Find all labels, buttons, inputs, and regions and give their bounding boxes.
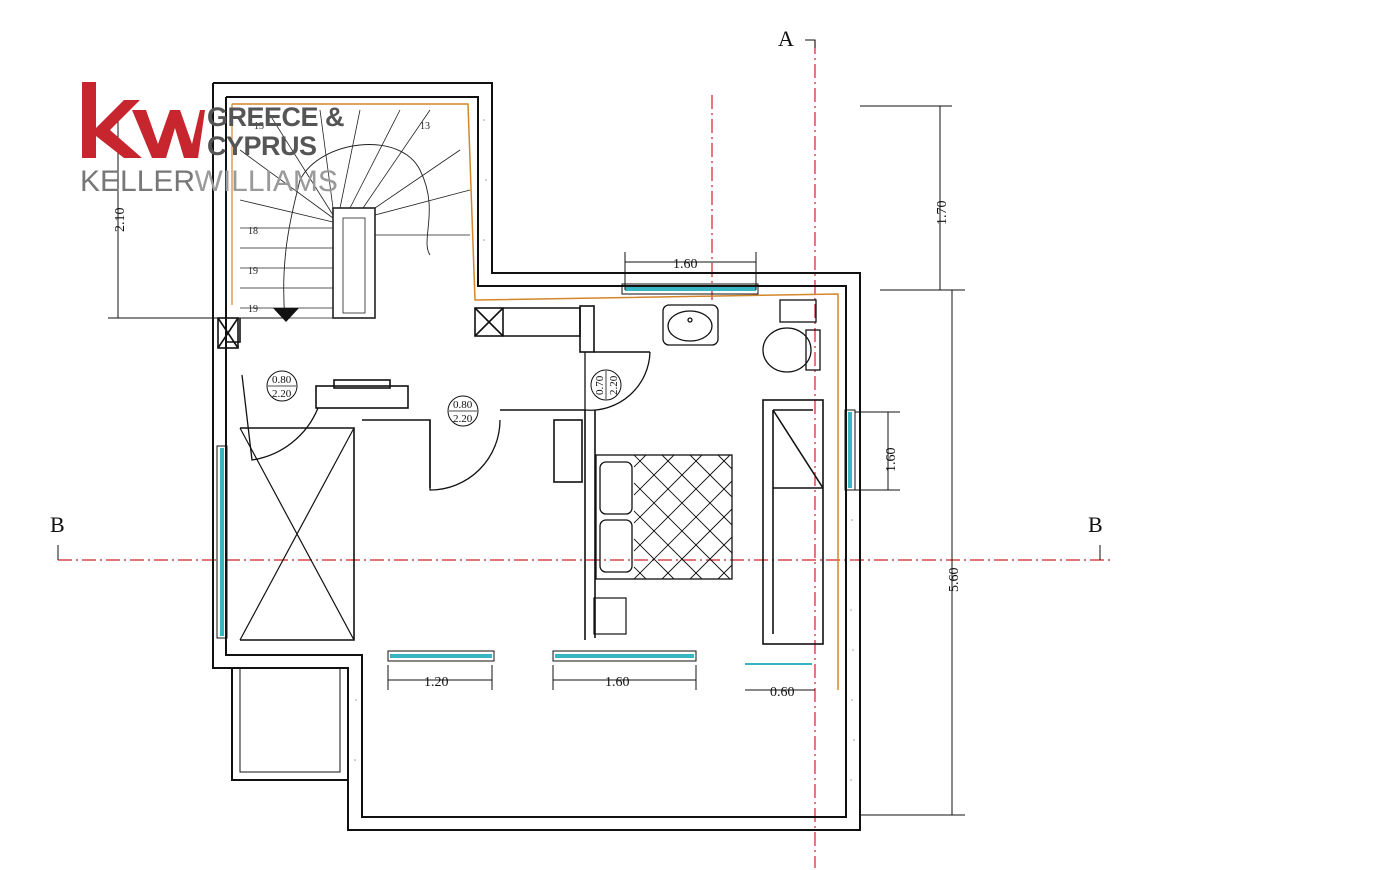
door-tag: 0.70 2.20 bbox=[590, 369, 622, 401]
section-label-b-right: B bbox=[1088, 512, 1103, 537]
logo-region-line2: CYPRUS bbox=[207, 131, 317, 161]
finish-line bbox=[232, 103, 839, 690]
dimension-label: 1.20 bbox=[424, 675, 449, 690]
keller-williams-logo: GREECE & CYPRUS KELLERWILLIAMS bbox=[80, 80, 350, 210]
nightstand bbox=[593, 597, 627, 635]
svg-text:0.80: 0.80 bbox=[453, 399, 473, 411]
balcony-left bbox=[231, 667, 349, 781]
stair-number: 18 bbox=[248, 226, 258, 237]
svg-text:2.20: 2.20 bbox=[272, 388, 292, 400]
logo-region-line1: GREECE & bbox=[207, 102, 345, 132]
bathroom-fixtures bbox=[662, 299, 821, 373]
storage-cross bbox=[239, 427, 355, 641]
stair-number: 13 bbox=[420, 121, 430, 132]
section-label-a: A bbox=[778, 26, 794, 51]
section-line-a bbox=[711, 40, 816, 868]
door-tag: 0.80 2.20 bbox=[266, 370, 298, 402]
dimension-lines bbox=[108, 105, 965, 816]
stair-number: 19 bbox=[248, 266, 258, 277]
dimension-label: 1.70 bbox=[935, 201, 950, 226]
svg-text:2.20: 2.20 bbox=[608, 375, 620, 395]
logo-brand-name: KELLERWILLIAMS bbox=[80, 165, 338, 198]
dimension-label: 1.60 bbox=[884, 448, 899, 473]
dimension-label: 0.60 bbox=[770, 685, 795, 700]
section-label-b-left: B bbox=[50, 512, 65, 537]
svg-text:2.20: 2.20 bbox=[453, 413, 473, 425]
dimension-label: 2.10 bbox=[113, 208, 128, 233]
windows bbox=[220, 287, 852, 665]
dimension-label: 1.60 bbox=[605, 675, 630, 690]
door-tag: 0.80 2.20 bbox=[447, 395, 479, 427]
svg-text:0.70: 0.70 bbox=[594, 375, 606, 395]
stair-number: 19 bbox=[248, 304, 258, 315]
stair-number: 13 bbox=[254, 121, 264, 132]
kw-logo-mark bbox=[82, 82, 205, 158]
double-bed bbox=[595, 454, 733, 580]
dimension-label: 5.60 bbox=[947, 568, 962, 593]
stair-arrow-icon bbox=[273, 308, 299, 322]
wall-hatch bbox=[354, 119, 855, 781]
svg-text:0.80: 0.80 bbox=[272, 374, 292, 386]
dimension-label: 1.60 bbox=[673, 257, 698, 272]
door-swings bbox=[241, 351, 651, 491]
